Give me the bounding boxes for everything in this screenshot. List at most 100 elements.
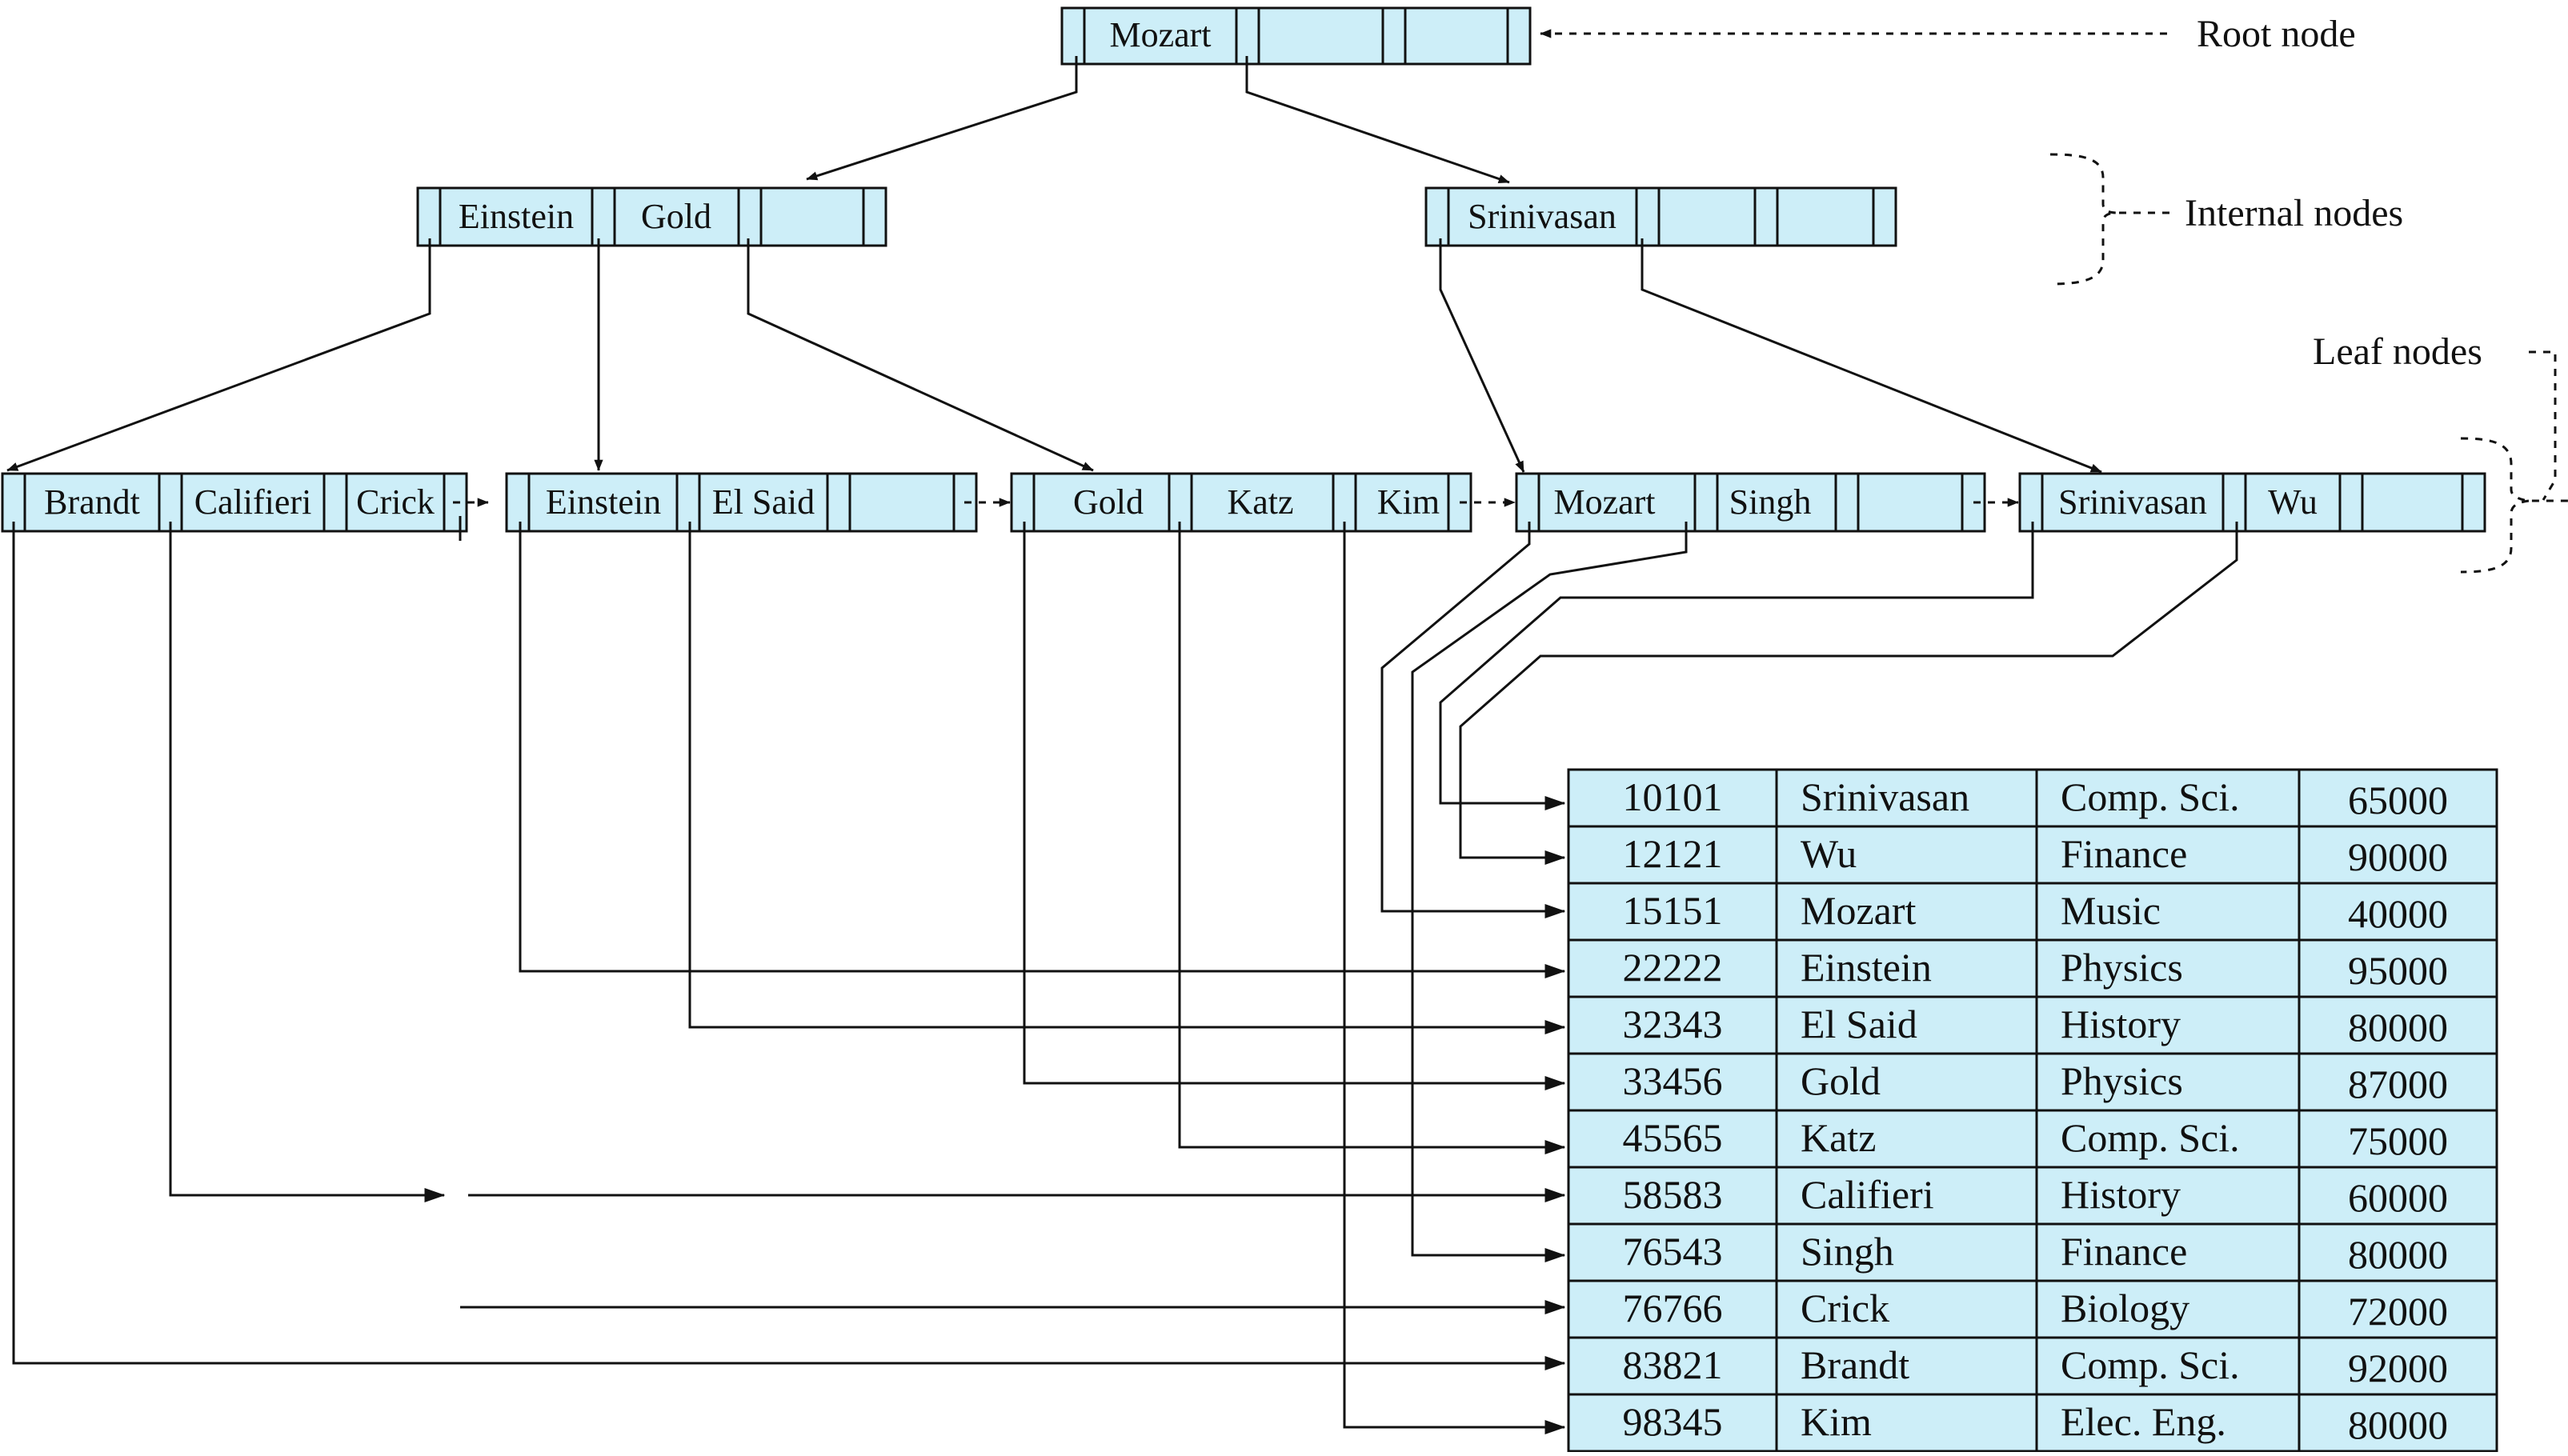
table-cell-name: Srinivasan (1801, 774, 1969, 819)
root-node-label: Root node (2197, 13, 2356, 55)
table-cell-salary: 95000 (2348, 948, 2448, 993)
table-cell (2298, 825, 2498, 885)
leaf4-pointer-1 (1693, 472, 1719, 533)
table-cell-dept: Comp. Sci. (2061, 774, 2240, 819)
table-cell-name: Crick (1801, 1286, 1889, 1330)
leaf3-key-2-text: Katz (1227, 482, 1293, 522)
table-cell (1775, 1109, 2038, 1169)
leaf5-pointer-2 (2338, 472, 2364, 533)
leaf2-key-3 (848, 472, 955, 533)
table-cell-dept: Physics (2061, 945, 2183, 990)
table-cell (1567, 1393, 1778, 1453)
table-cell-name: Mozart (1801, 888, 1916, 933)
table-cell-salary: 72000 (2348, 1289, 2448, 1334)
leaf5-key-1-text: Srinivasan (2058, 482, 2207, 522)
internal-left-key-3 (759, 186, 865, 247)
table-cell-salary: 80000 (2348, 1402, 2448, 1447)
edge-internal-right-to-leaf5 (1641, 238, 2102, 474)
table-cell-id: 76766 (1623, 1286, 1723, 1330)
table-cell (2035, 1279, 2301, 1339)
table-cell (2298, 995, 2498, 1055)
table-cell-salary: 80000 (2348, 1232, 2448, 1277)
table-cell-dept: Elec. Eng. (2061, 1399, 2226, 1444)
record-pointer-brandt (12, 522, 1566, 1371)
table-cell (1775, 1166, 2038, 1226)
record-pointer-califieri-a (169, 522, 446, 1203)
leaf4-key-2-text: Singh (1729, 482, 1812, 522)
leaf2-pointer-1 (675, 472, 701, 533)
record-pointer-gold (1023, 522, 1566, 1091)
table-cell (1567, 1336, 1778, 1396)
leaf4-key-2 (1716, 472, 1837, 533)
leaf4-pointer-next (1961, 472, 1986, 533)
table-cell-id: 76543 (1623, 1229, 1723, 1274)
internal-left-key-1-text: Einstein (459, 197, 574, 236)
internal-right-pointer-3 (1872, 186, 1897, 247)
table-cell-name: Wu (1801, 831, 1857, 876)
leaf1-pointer-next (443, 472, 468, 533)
leaf-node-4: Mozart Singh (1515, 472, 1986, 533)
table-cell (2298, 1336, 2498, 1396)
internal-right-pointer-1 (1635, 186, 1661, 247)
table-cell (2298, 1166, 2498, 1226)
table-cell-name: Singh (1801, 1229, 1894, 1274)
table-cell (1567, 768, 1778, 828)
internal-left-pointer-2 (737, 186, 763, 247)
leaf4-key-3 (1857, 472, 1964, 533)
leaf1-key-2-text: Califieri (194, 482, 312, 522)
table-cell (2298, 1109, 2498, 1169)
leaf-node-3: Gold Katz Kim (1010, 472, 1472, 533)
leaf4-pointer-0 (1515, 472, 1540, 533)
table-cell-dept: Comp. Sci. (2061, 1342, 2240, 1387)
leaf5-pointer-0 (2018, 472, 2044, 533)
leaf1-pointer-2 (323, 472, 348, 533)
table-cell-id: 32343 (1623, 1002, 1723, 1046)
table-cell-salary: 87000 (2348, 1062, 2448, 1106)
leaf3-pointer-0 (1010, 472, 1036, 533)
table-cell-id: 83821 (1623, 1342, 1723, 1387)
table-cell (2298, 882, 2498, 942)
table-cell (2035, 1109, 2301, 1169)
leaf4-pointer-2 (1834, 472, 1860, 533)
table-cell-name: Gold (1801, 1058, 1881, 1103)
table-cell (2298, 1393, 2498, 1453)
internal-left-pointer-1 (591, 186, 616, 247)
root-pointer-2 (1381, 6, 1407, 66)
table-cell-dept: Finance (2061, 1229, 2187, 1274)
edge-internal-right-to-leaf4 (1439, 238, 1525, 473)
leaf-node-5: Srinivasan Wu (2018, 472, 2486, 533)
leaf1-key-2 (180, 472, 326, 533)
table-cell (1567, 995, 1778, 1055)
leaf1-key-1-text: Brandt (44, 482, 140, 522)
internal-node-right: Srinivasan (1424, 186, 1897, 247)
record-pointer-srinivasan (1439, 522, 2034, 811)
internal-right-pointer-2 (1753, 186, 1779, 247)
internal-right-key-1-text: Srinivasan (1468, 197, 1617, 236)
leaf-node-1: Brandt Califieri Crick (1, 472, 468, 533)
internal-left-key-2 (613, 186, 740, 247)
record-pointers (12, 522, 2238, 1435)
table-cell-salary: 80000 (2348, 1005, 2448, 1050)
internal-right-key-2 (1657, 186, 1757, 247)
table-cell (1775, 1336, 2038, 1396)
table-cell (1775, 1222, 2038, 1282)
table-cell-dept: Biology (2061, 1286, 2189, 1330)
table-cell (2298, 1052, 2498, 1112)
internal-node-left: Einstein Gold (416, 186, 887, 247)
table-cell-id: 10101 (1623, 774, 1723, 819)
table-cell (2035, 1336, 2301, 1396)
leaf1-key-3-text: Crick (356, 482, 435, 522)
table-cell-name: Califieri (1801, 1172, 1934, 1217)
record-pointer-kim (1343, 522, 1566, 1435)
record-pointer-einstein (519, 522, 1566, 979)
internal-right-key-3 (1776, 186, 1875, 247)
table-cell (2035, 1222, 2301, 1282)
record-pointer-katz (1178, 522, 1566, 1155)
table-cell-salary: 65000 (2348, 778, 2448, 822)
leaf3-key-1 (1032, 472, 1171, 533)
leaf5-key-3 (2361, 472, 2464, 533)
